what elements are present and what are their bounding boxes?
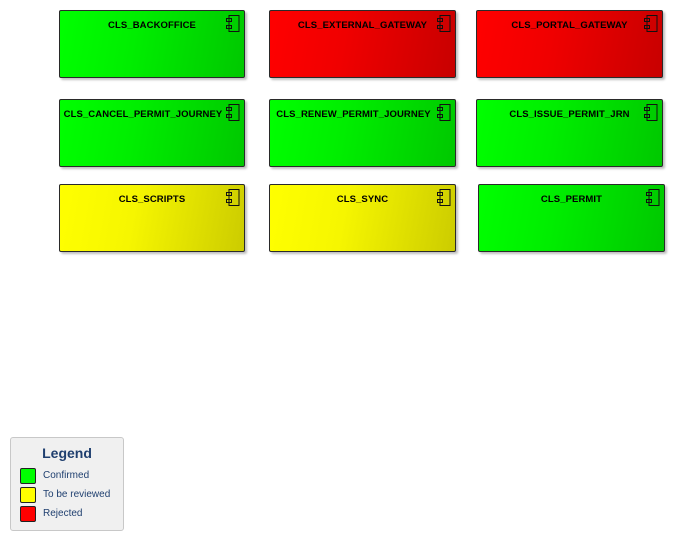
component-label: CLS_ISSUE_PERMIT_JRN xyxy=(509,109,630,120)
component-label: CLS_BACKOFFICE xyxy=(108,20,196,31)
component-cls-permit[interactable]: CLS_PERMIT xyxy=(478,184,665,252)
component-label: CLS_PERMIT xyxy=(540,194,603,205)
component-label: CLS_PORTAL_GATEWAY xyxy=(511,20,628,31)
legend-swatch-confirmed xyxy=(20,468,36,484)
component-cls-renew-permit-journey[interactable]: CLS_RENEW_PERMIT_JOURNEY xyxy=(269,99,456,167)
legend: Legend Confirmed To be reviewed Rejected xyxy=(10,437,124,531)
legend-title: Legend xyxy=(42,445,92,461)
component-cls-cancel-permit-journey[interactable]: CLS_CANCEL_PERMIT_JOURNEY xyxy=(59,99,245,167)
legend-label: Confirmed xyxy=(43,470,90,481)
component-icon xyxy=(437,189,451,206)
component-label: CLS_SYNC xyxy=(336,194,389,205)
component-label: CLS_EXTERNAL_GATEWAY xyxy=(297,20,428,31)
component-label: CLS_CANCEL_PERMIT_JOURNEY xyxy=(63,109,223,120)
component-cls-external-gateway[interactable]: CLS_EXTERNAL_GATEWAY xyxy=(269,10,456,78)
legend-label: To be reviewed xyxy=(43,489,111,500)
component-icon xyxy=(226,189,240,206)
component-icon xyxy=(646,189,660,206)
component-icon xyxy=(226,15,240,32)
legend-swatch-to-be-reviewed xyxy=(20,487,36,503)
component-label: CLS_RENEW_PERMIT_JOURNEY xyxy=(276,109,431,120)
component-icon xyxy=(226,104,240,121)
legend-swatch-rejected xyxy=(20,506,36,522)
component-icon xyxy=(437,15,451,32)
component-cls-backoffice[interactable]: CLS_BACKOFFICE xyxy=(59,10,245,78)
component-label: CLS_SCRIPTS xyxy=(118,194,186,205)
component-cls-issue-permit-jrn[interactable]: CLS_ISSUE_PERMIT_JRN xyxy=(476,99,663,167)
legend-label: Rejected xyxy=(43,508,83,519)
component-icon xyxy=(644,104,658,121)
component-cls-portal-gateway[interactable]: CLS_PORTAL_GATEWAY xyxy=(476,10,663,78)
component-cls-scripts[interactable]: CLS_SCRIPTS xyxy=(59,184,245,252)
component-cls-sync[interactable]: CLS_SYNC xyxy=(269,184,456,252)
component-icon xyxy=(437,104,451,121)
component-icon xyxy=(644,15,658,32)
